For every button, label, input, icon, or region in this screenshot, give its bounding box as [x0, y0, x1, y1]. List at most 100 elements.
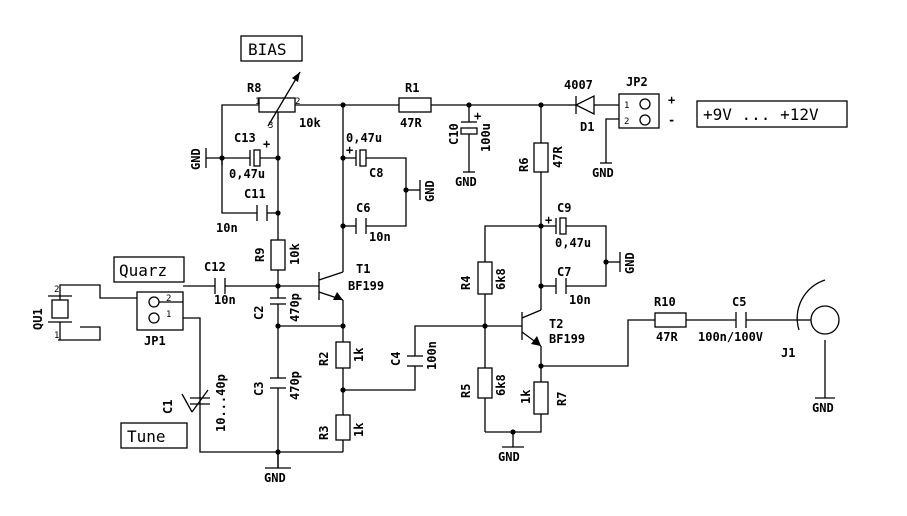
c6-value: 10n: [369, 230, 391, 244]
t1-ref: T1: [356, 262, 370, 276]
r8-pin3: 3: [268, 121, 273, 131]
r8-pin1: 1: [255, 97, 260, 107]
r5-value: 6k8: [494, 374, 508, 396]
t2-ref: T2: [549, 317, 563, 331]
c7-value: 10n: [569, 293, 591, 307]
jp1-pin1: 1: [166, 310, 171, 320]
jp2-minus: -: [668, 113, 675, 127]
capacitor-c4: [407, 355, 423, 367]
c9-value: 0,47u: [555, 236, 591, 250]
r6-value: 47R: [551, 146, 565, 168]
t1-value: BF199: [348, 279, 384, 293]
r8-ref: R8: [247, 81, 261, 95]
gnd-label-jp2: GND: [592, 166, 614, 180]
tune-label-box: [120, 422, 188, 449]
header-jp2: [618, 93, 660, 129]
capacitor-c7: [555, 278, 567, 294]
c13-plus: +: [263, 137, 270, 151]
c10-value: 100u: [479, 123, 493, 152]
c5-ref: C5: [732, 295, 746, 309]
resistor-r1: [398, 97, 432, 113]
capacitor-c10: [460, 121, 478, 135]
t2-value: BF199: [549, 332, 585, 346]
resistor-r6: [533, 142, 549, 173]
r10-value: 47R: [656, 330, 678, 344]
c13-value: 0,47u: [229, 167, 265, 181]
c9-plus: +: [545, 213, 552, 227]
gnd-label-t2: GND: [498, 450, 520, 464]
transistor-t2: [521, 309, 542, 347]
diode-d1: [568, 94, 598, 116]
header-jp1: [136, 291, 184, 331]
d1-value: 4007: [564, 78, 593, 92]
c11-value: 10n: [216, 221, 238, 235]
r4-value: 6k8: [494, 268, 508, 290]
r9-ref: R9: [253, 248, 267, 262]
c8-value: 0,47u: [346, 131, 382, 145]
r8-pin2: 2: [295, 97, 300, 107]
c1-value: 10...40p: [214, 374, 228, 432]
r4-ref: R4: [459, 276, 473, 290]
jp2-plus: +: [668, 93, 675, 107]
gnd-label-bottom: GND: [264, 471, 286, 485]
c6-ref: C6: [356, 201, 370, 215]
gnd-label-j1: GND: [812, 401, 834, 415]
jp2-pin2: 2: [624, 117, 629, 127]
c5-value: 100n/100V: [698, 330, 763, 344]
resistor-r7: [533, 381, 549, 415]
r5-ref: R5: [459, 384, 473, 398]
r8-value: 10k: [299, 116, 321, 130]
quarz-label: Quarz: [119, 261, 167, 280]
qu1-pin1: 1: [54, 331, 59, 341]
quarz-label-box: [113, 256, 185, 283]
capacitor-c9: [555, 217, 567, 235]
r1-value: 47R: [400, 116, 422, 130]
crystal-qu1: [48, 295, 72, 340]
r7-ref: R7: [555, 392, 569, 406]
c10-plus: +: [474, 109, 481, 123]
r2-value: 1k: [352, 347, 366, 362]
potentiometer-r8: [258, 71, 301, 127]
c2-value: 470p: [288, 293, 302, 322]
r1-ref: R1: [405, 81, 419, 95]
r2-ref: R2: [317, 352, 331, 366]
resistor-r10: [654, 312, 687, 328]
resistor-r4: [477, 261, 493, 295]
qu1-pin2: 2: [54, 285, 59, 295]
resistor-r3: [335, 414, 351, 441]
c12-ref: C12: [204, 260, 226, 274]
j1-ref: J1: [781, 346, 795, 360]
qu1-ref: QU1: [31, 308, 45, 330]
junctions: [219, 102, 609, 455]
capacitor-c12: [214, 278, 226, 294]
c3-value: 470p: [288, 371, 302, 400]
c7-ref: C7: [557, 265, 571, 279]
jp2-pin1: 1: [624, 101, 629, 111]
r10-ref: R10: [654, 295, 676, 309]
capacitor-c5: [735, 312, 747, 328]
supply-label-box: [696, 100, 848, 128]
r6-ref: R6: [517, 158, 531, 172]
resistor-r5: [477, 367, 493, 399]
supply-label: +9V ... +12V: [703, 105, 819, 124]
connector-j1: [796, 279, 840, 335]
d1-ref: D1: [580, 120, 594, 134]
c3-ref: C3: [252, 382, 266, 396]
gnd-label-c10: GND: [455, 175, 477, 189]
capacitor-c6: [355, 218, 367, 234]
gnd-label-c13: GND: [189, 148, 203, 170]
c8-ref: C8: [369, 166, 383, 180]
trimmer-capacitor-c1: [181, 389, 210, 413]
c2-ref: C2: [252, 306, 266, 320]
capacitor-c11: [256, 205, 268, 221]
resistor-r9: [270, 239, 286, 271]
jp1-pin2: 2: [166, 294, 171, 304]
tune-label: Tune: [127, 427, 166, 446]
ground-symbols: [205, 148, 835, 469]
c12-value: 10n: [214, 293, 236, 307]
c4-value: 100n: [425, 341, 439, 370]
c13-ref: C13: [234, 131, 256, 145]
r3-ref: R3: [317, 426, 331, 440]
r9-value: 10k: [288, 243, 302, 265]
capacitor-c3: [270, 377, 286, 389]
